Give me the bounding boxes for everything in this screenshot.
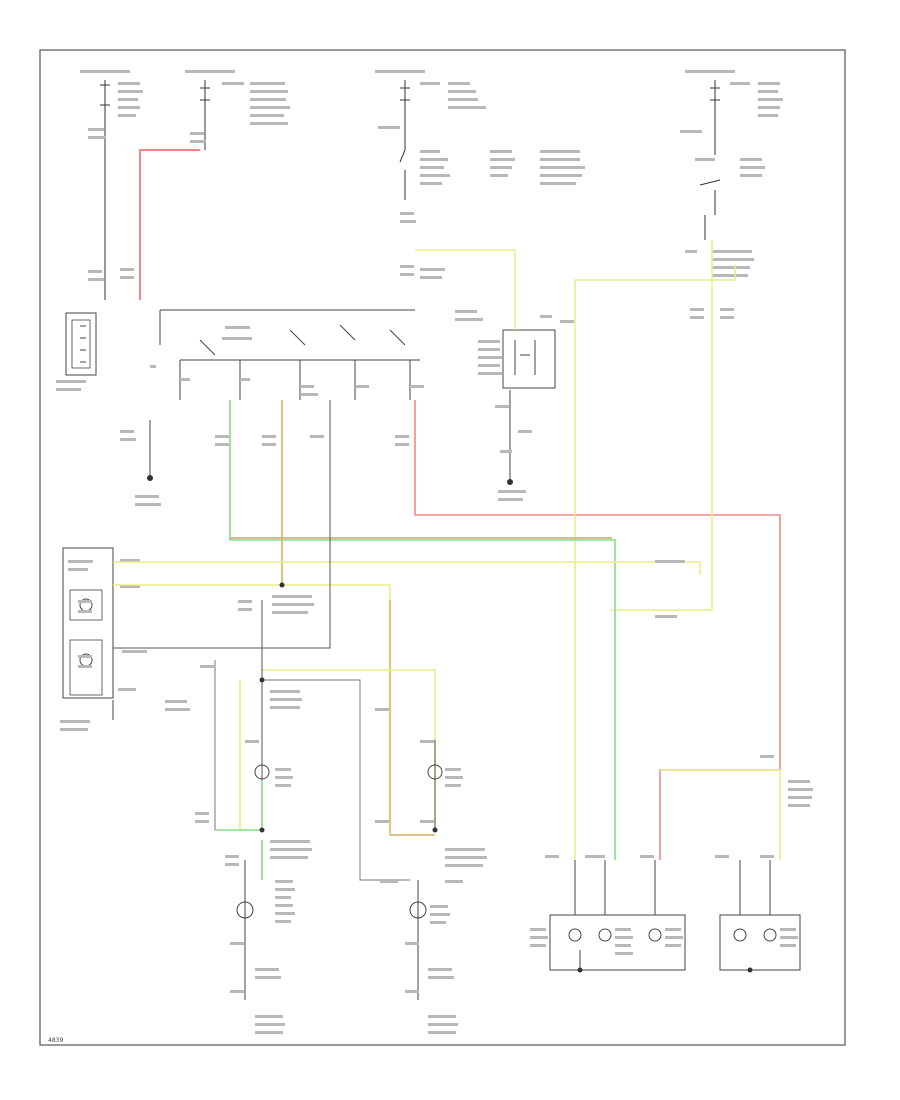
multi-function-switch-labels <box>120 326 424 506</box>
relay-module <box>502 329 556 480</box>
wire-yellow-lower-b <box>262 669 436 830</box>
wire-black-cluster <box>113 400 331 649</box>
wire-orange-cluster-2b <box>389 600 435 836</box>
lamp-left-front <box>254 764 270 780</box>
wire-yellow-cluster-2 <box>113 584 391 830</box>
diagram-frame <box>39 49 846 1046</box>
lamp-right-front <box>427 764 443 780</box>
ground-symbol <box>507 479 513 485</box>
ground-symbol <box>747 967 753 973</box>
wire-yellow-feed-2 <box>610 240 713 611</box>
fuse-block-3 <box>399 80 410 200</box>
wire-yellow-cluster-1 <box>113 561 701 575</box>
instrument-cluster-labels <box>60 559 190 731</box>
fuse-labels <box>80 70 783 319</box>
wire-green <box>229 400 616 860</box>
footer-code: 4839 <box>48 1037 63 1044</box>
wire-yellow-lower-a <box>239 680 250 831</box>
ground-symbol <box>577 967 583 973</box>
lower-labels <box>195 560 813 1034</box>
multi-function-switch <box>149 309 420 475</box>
rear-lamp-assembly-left <box>549 860 686 971</box>
fuse-block-2 <box>200 80 210 150</box>
fuse-block-1 <box>100 80 110 300</box>
splice-points <box>259 582 438 833</box>
instrument-cluster <box>62 547 114 720</box>
wire-yellow-relay-feed <box>415 249 516 330</box>
wire-yellow-right-vertical <box>574 265 736 860</box>
rear-lamp-assembly-right <box>719 860 801 971</box>
ground-symbol <box>147 475 153 481</box>
wire-red-rear <box>659 769 780 860</box>
headlight-switch-module <box>65 312 97 376</box>
wire-green-lower <box>215 780 263 831</box>
wire-red-right <box>414 400 781 770</box>
wire-yellow-rear <box>660 769 781 860</box>
headlight-switch-labels <box>56 380 86 391</box>
wire-red-fuse-feed <box>139 149 200 300</box>
fuse-block-4 <box>699 80 721 240</box>
relay-module-labels <box>455 310 574 501</box>
